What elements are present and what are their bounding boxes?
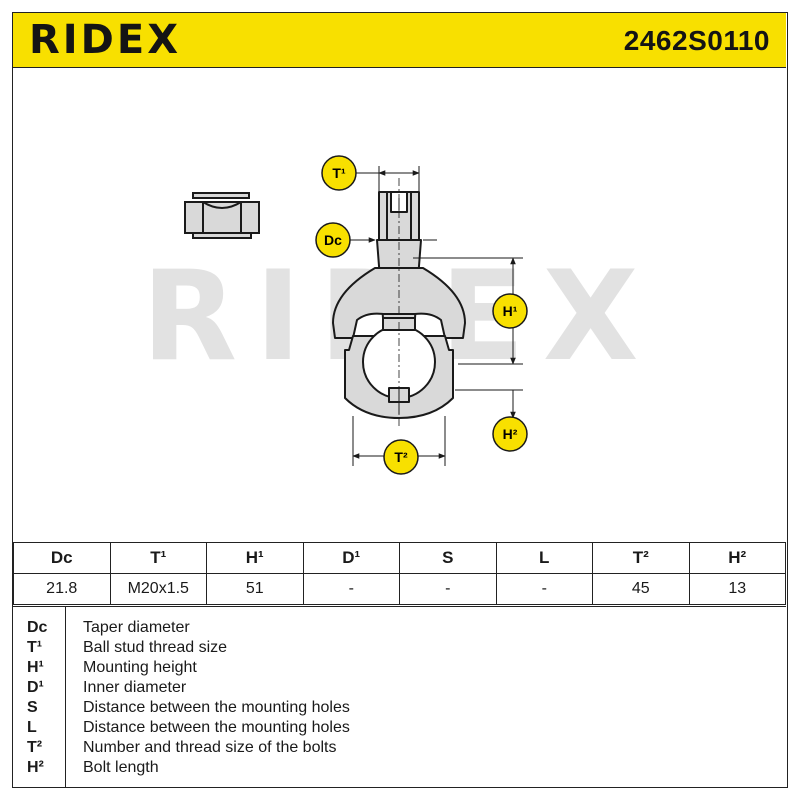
legend-text: Taper diameter [83, 619, 190, 636]
legend-text: Number and thread size of the bolts [83, 739, 337, 756]
legend-key: H² [27, 759, 44, 776]
callout-t1-label: T¹ [332, 165, 346, 181]
legend-key: D¹ [27, 679, 44, 696]
brand-logo: RIDEX [29, 17, 182, 63]
spec-value-cell: 45 [592, 573, 690, 605]
legend-key: S [27, 699, 38, 716]
spec-header-cell: D¹ [302, 542, 400, 574]
callout-h2: H² [492, 416, 528, 452]
legend-text: Distance between the mounting holes [83, 719, 350, 736]
legend-text: Inner diameter [83, 679, 187, 696]
callout-dc: Dc [315, 222, 351, 258]
legend-key: T² [27, 739, 43, 756]
spec-header-cell: T¹ [109, 542, 207, 574]
spec-value-cell: 21.8 [13, 573, 111, 605]
nut-icon [184, 192, 260, 239]
spec-header-cell: S [399, 542, 497, 574]
callout-h1-label: H¹ [503, 303, 518, 319]
legend-text: Bolt length [83, 759, 159, 776]
product-sheet: RIDEX 2462S0110 RIDEX [12, 12, 788, 788]
spec-value-cell: - [302, 573, 400, 605]
spec-header-cell: L [495, 542, 593, 574]
callout-h1: H¹ [492, 293, 528, 329]
legend: Dc Taper diameter T¹ Ball stud thread si… [13, 606, 786, 788]
spec-table-value-row: 21.8 M20x1.5 51 - - - 45 13 [13, 573, 786, 605]
spec-header-cell: H² [688, 542, 786, 574]
spec-value-cell: 51 [206, 573, 304, 605]
spec-value-cell: - [399, 573, 497, 605]
callout-t2: T² [383, 439, 419, 475]
spec-header-cell: T² [592, 542, 690, 574]
legend-key: Dc [27, 619, 48, 636]
spec-value-cell: 13 [688, 573, 786, 605]
spec-value-cell: M20x1.5 [109, 573, 207, 605]
legend-text: Distance between the mounting holes [83, 699, 350, 716]
technical-drawing: RIDEX [13, 68, 786, 542]
ball-joint-body [332, 178, 466, 428]
part-number: 2462S0110 [623, 25, 770, 56]
callout-t1: T¹ [321, 155, 357, 191]
ball-joint-diagram: T¹ Dc H¹ H² T² [184, 155, 528, 475]
callout-t2-label: T² [394, 449, 408, 465]
spec-value-cell: - [495, 573, 593, 605]
callout-h2-label: H² [503, 426, 518, 442]
legend-key-column [13, 607, 66, 788]
header-bar: RIDEX 2462S0110 [13, 13, 786, 68]
legend-key: L [27, 719, 37, 736]
callout-dc-label: Dc [324, 232, 342, 248]
spec-table-header-row: Dc T¹ H¹ D¹ S L T² H² [13, 542, 786, 574]
spec-header-cell: Dc [13, 542, 111, 574]
legend-text: Mounting height [83, 659, 197, 676]
legend-key: H¹ [27, 659, 44, 676]
spec-header-cell: H¹ [206, 542, 304, 574]
legend-key: T¹ [27, 639, 43, 656]
spec-table: Dc T¹ H¹ D¹ S L T² H² 21.8 M20x1.5 51 - … [13, 542, 786, 605]
legend-text: Ball stud thread size [83, 639, 228, 656]
